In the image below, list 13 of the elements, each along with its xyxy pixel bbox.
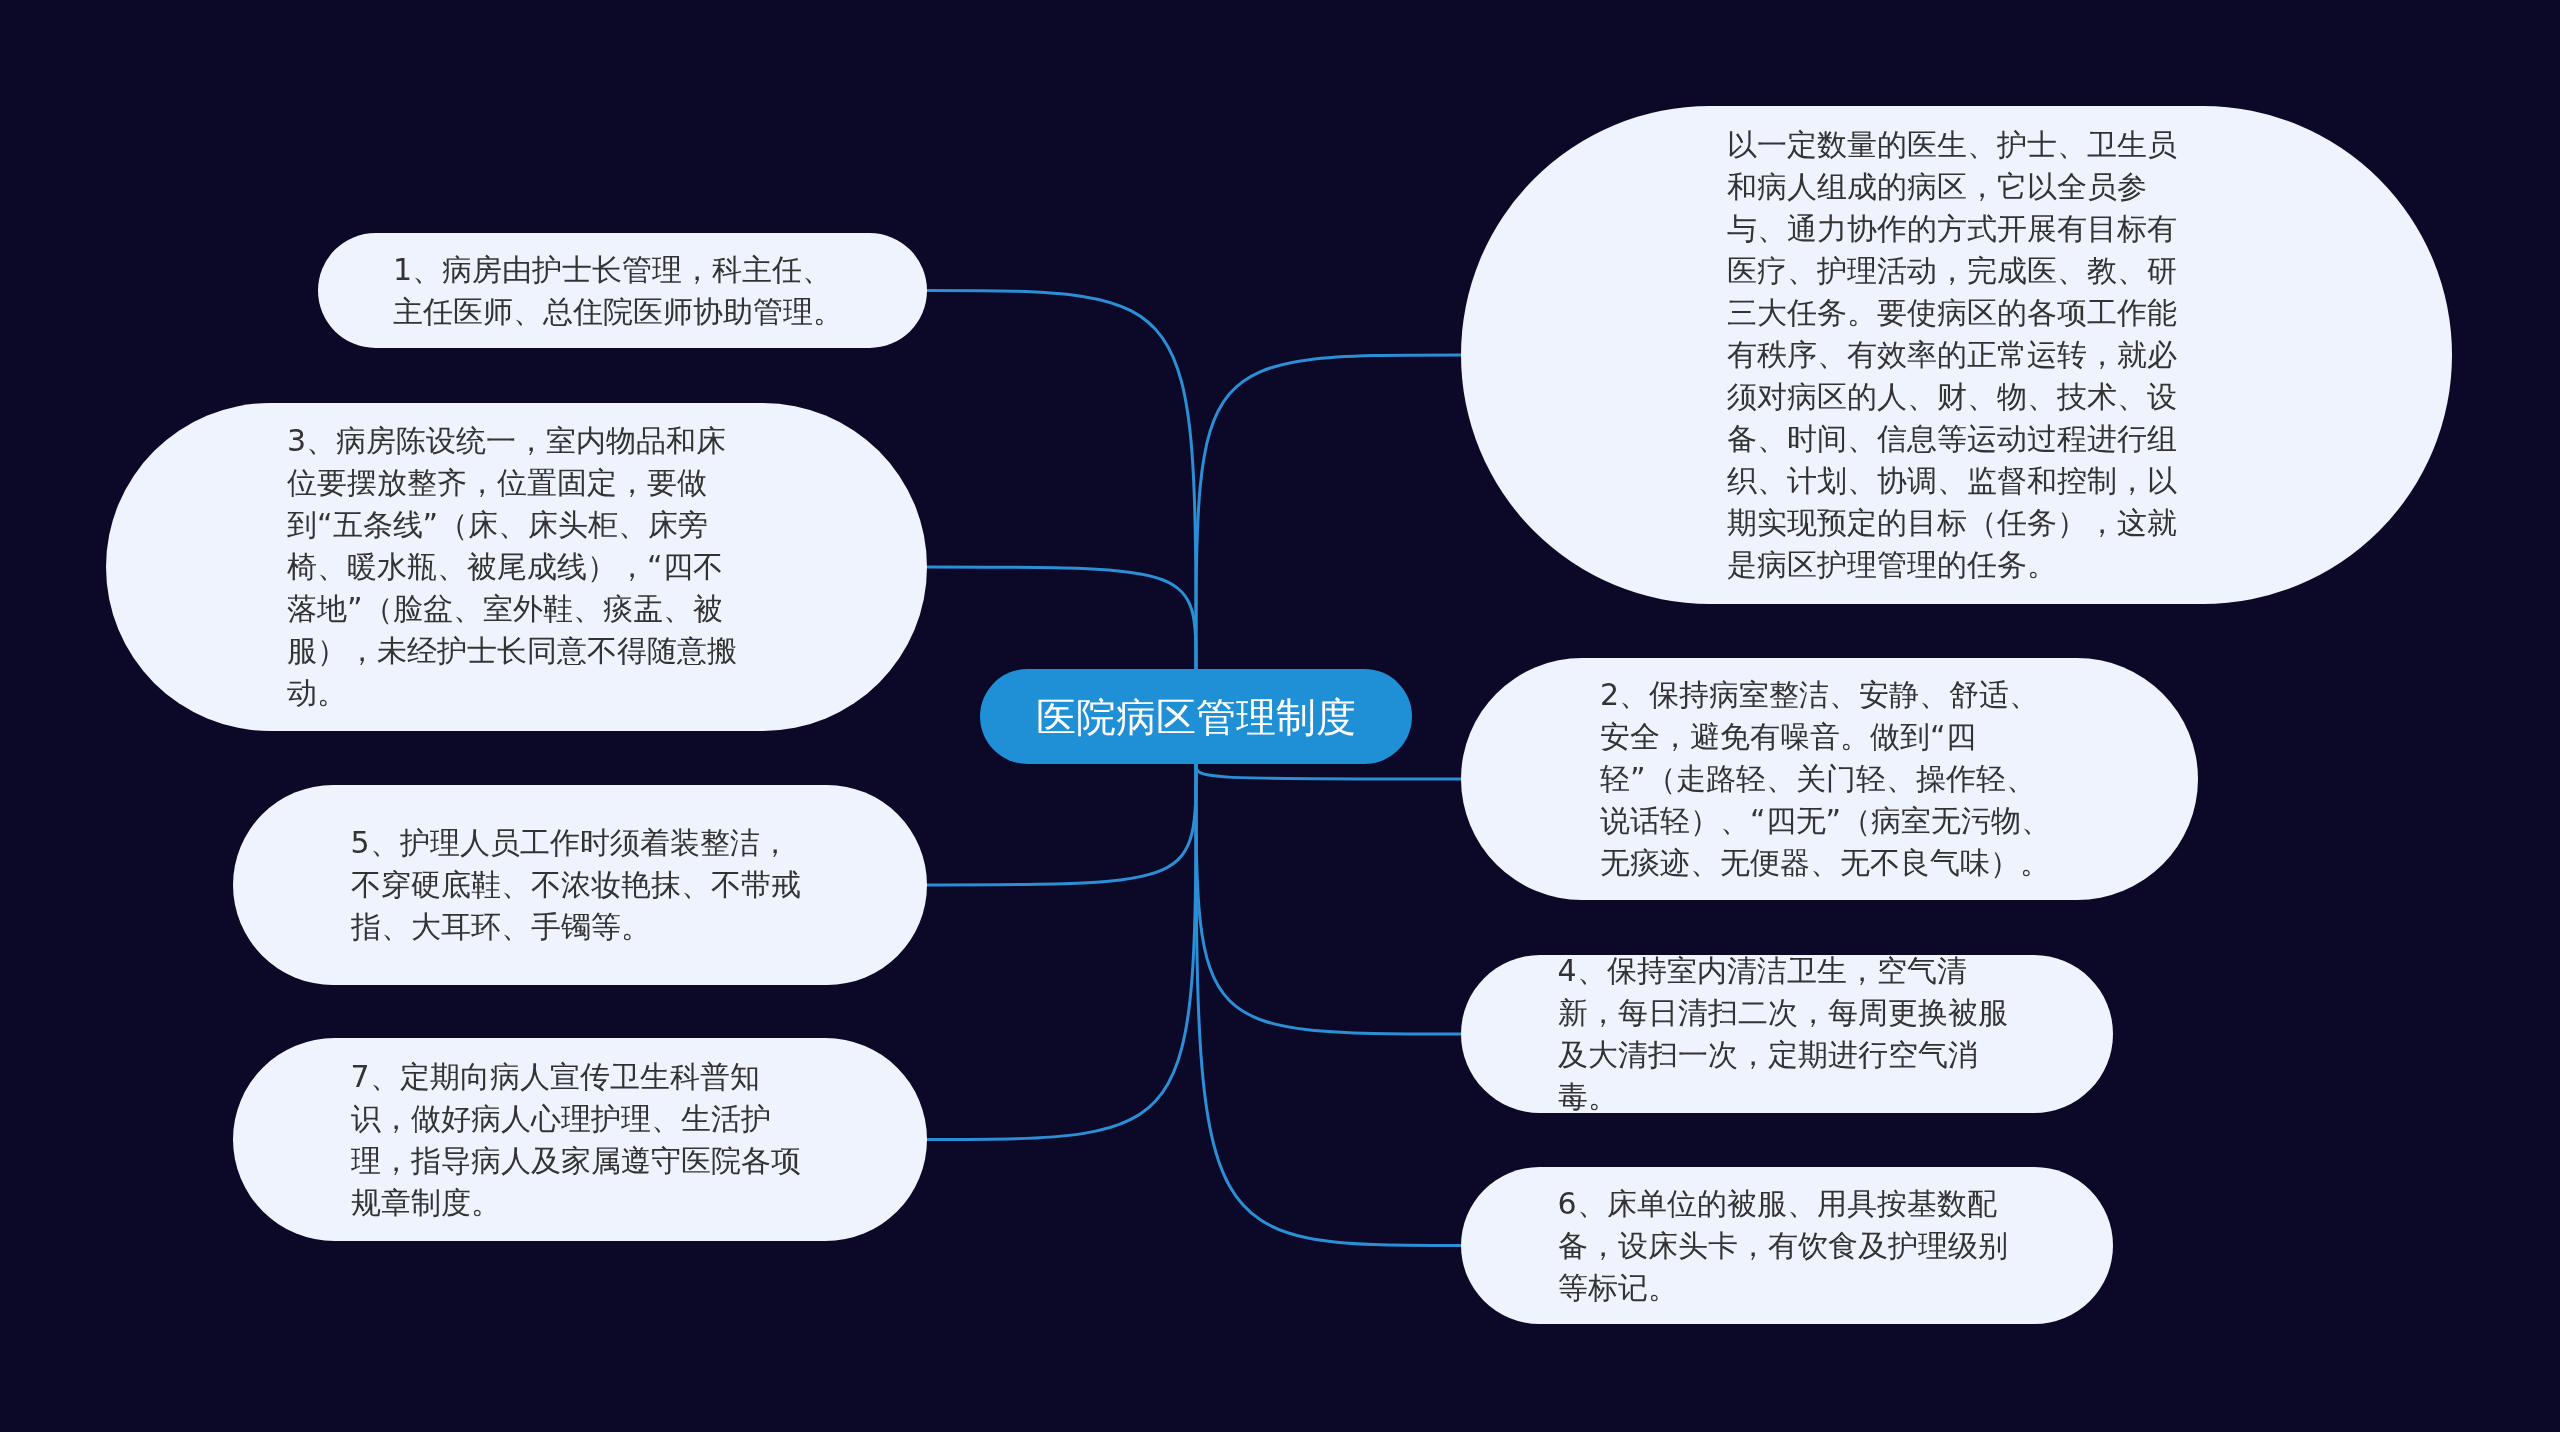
topic-text: 以一定数量的医生、护士、卫生员和病人组成的病区，它以全员参与、通力协作的方式开展有目标有医疗、护理活动，完成医、教、研三大任务。要使病区的各项工作能有秩序、有效率的正常运转，就必须对病区的人、财、物、技术、设备、时间、信息等运动过程进行组织、计划、协调、监督和控制，以期实现预定的目标（任务），这就是病区护理管理的任务。 [1727, 126, 2178, 584]
connector-line [927, 764, 1198, 1141]
connector-line [1194, 353, 1461, 669]
topic-text: 3、病房陈设统一，室内物品和床位要摆放整齐，位置固定，要做到“五条线”（床、床头柜、床旁椅、暖水瓶、被尾成线），“四不落地”（脸盆、室外鞋、痰盂、被服），未经护士长同意不得随意搬动。 [287, 422, 738, 712]
connector-line [927, 565, 1198, 669]
topic-text: 7、定期向病人宣传卫生科普知识，做好病人心理护理、生活护理，指导病人及家属遵守医院各项规章制度。 [350, 1057, 802, 1222]
topic-text: 1、病房由护士长管理，科主任、主任医师、总住院医师协助管理。 [393, 250, 844, 331]
connector-line [1194, 764, 1461, 1247]
topic-text: 4、保持室内清洁卫生，空气清新，每日清扫二次，每周更换被服及大清扫一次，定期进行空气消毒。 [1557, 952, 2009, 1116]
topic-text: 2、保持病室整洁、安静、舒适、安全，避免有噪音。做到“四轻”（走路轻、关门轻、操作轻、说话轻）、“四无”（病室无污物、无痰迹、无便器、无不良气味）。 [1600, 676, 2053, 882]
topic-text: 5、护理人员工作时须着装整洁，不穿硬底鞋、不浓妆艳抹、不带戒指、大耳环、手镯等。 [350, 824, 802, 946]
topic-title: 医院病区管理制度 [1036, 692, 1356, 742]
topic-text: 6、床单位的被服、用具按基数配备，设床头卡，有饮食及护理级别等标记。 [1557, 1184, 2009, 1307]
